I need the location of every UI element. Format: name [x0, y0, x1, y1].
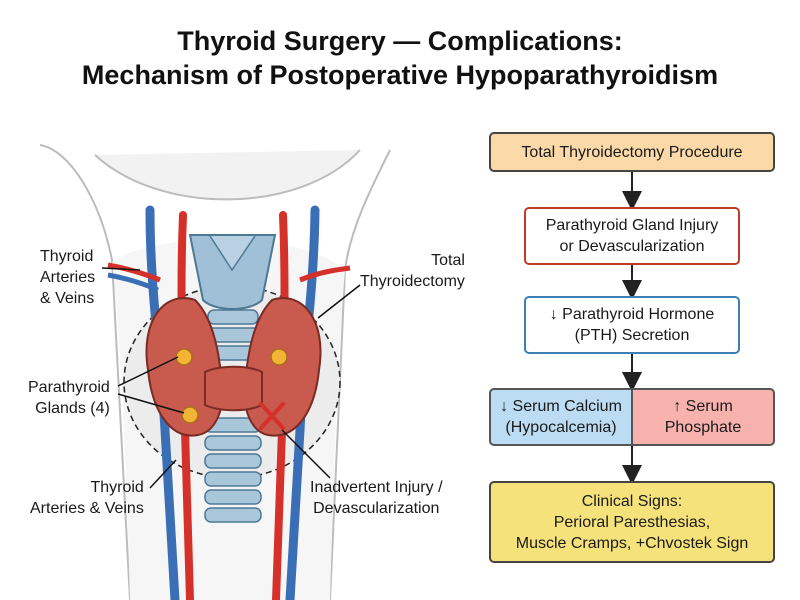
neck-outline	[39, 144, 131, 600]
parathyroid-gland-lower-left	[181, 406, 199, 424]
pointer-arteries-top	[101, 267, 141, 271]
label-line: Parathyroid	[28, 379, 110, 396]
label-line: Thyroid	[40, 248, 94, 265]
title-line-1: Thyroid Surgery — Complications:	[177, 26, 623, 56]
injury-x-icon	[259, 402, 285, 430]
label-line: & Veins	[40, 290, 95, 307]
step-text: Phosphate	[664, 419, 742, 436]
step-text: Parathyroid Gland Injury	[545, 217, 719, 234]
label-line: Devascularization	[313, 500, 440, 517]
label-line: Arteries	[40, 269, 96, 286]
neck-outline-right	[329, 149, 391, 600]
thyroid-cartilage	[188, 234, 277, 310]
flow-step-serum-calcium: ↓ Serum Calcium (Hypocalcemia)	[489, 388, 632, 446]
label-line: Total	[431, 252, 465, 269]
label-parathyroid-glands: Parathyroid Glands (4)	[28, 377, 110, 419]
right-small-vessel	[299, 265, 351, 283]
step-text: ↑ Serum	[673, 398, 733, 415]
pointer-total-thyroidectomy	[317, 284, 361, 319]
flow-step-clinical-signs: Clinical Signs: Perioral Paresthesias, M…	[489, 481, 775, 563]
label-thyroid-arteries-veins-top: Thyroid Arteries & Veins	[40, 246, 95, 309]
step-text: (PTH) Secretion	[574, 327, 690, 344]
step-text: ↓ Serum Calcium	[500, 398, 622, 415]
jaw-outline	[94, 149, 361, 201]
pointer-injury	[281, 429, 331, 479]
step-text: (Hypocalcemia)	[505, 419, 617, 436]
label-thyroid-arteries-veins-bottom: Thyroid Arteries & Veins	[30, 477, 144, 519]
parathyroid-gland-upper-left	[175, 348, 193, 366]
step-text: Muscle Cramps, +Chvostek Sign	[515, 534, 749, 552]
flow-step-serum-phosphate: ↑ Serum Phosphate	[632, 388, 775, 446]
step-text: ↓ Parathyroid Hormone	[549, 306, 715, 323]
label-line: Thyroidectomy	[360, 273, 465, 290]
label-inadvertent-injury: Inadvertent Injury / Devascularization	[310, 477, 443, 519]
thyroid-left-lobe	[145, 297, 224, 437]
parathyroid-gland-upper-right	[270, 348, 288, 366]
page-title: Thyroid Surgery — Complications: Mechani…	[0, 24, 800, 92]
cartilage-notch	[209, 235, 256, 272]
thyroid-right-lobe	[243, 297, 322, 437]
pointer-parathyroid-lower	[117, 393, 185, 414]
flow-step-pth-secretion: ↓ Parathyroid Hormone (PTH) Secretion	[524, 296, 740, 354]
flow-step-total-thyroidectomy: Total Thyroidectomy Procedure	[489, 132, 775, 172]
pointer-arteries-bottom	[149, 459, 177, 489]
label-line: Glands (4)	[35, 400, 110, 417]
step-text: Clinical Signs:	[581, 492, 683, 510]
label-line: Thyroid	[90, 479, 144, 496]
left-small-vein	[107, 272, 160, 293]
flow-step-serum-levels: ↓ Serum Calcium (Hypocalcemia) ↑ Serum P…	[489, 388, 775, 446]
step-text: Perioral Paresthesias,	[553, 513, 711, 531]
step-text: or Devascularization	[559, 238, 705, 255]
left-small-vessel	[107, 262, 161, 283]
title-line-2: Mechanism of Postoperative Hypoparathyro…	[81, 60, 719, 90]
label-line: Arteries & Veins	[30, 500, 144, 517]
label-line: Inadvertent Injury /	[310, 479, 443, 496]
label-total-thyroidectomy: Total Thyroidectomy	[360, 250, 465, 292]
step-text: Total Thyroidectomy Procedure	[521, 143, 743, 161]
flow-step-parathyroid-injury: Parathyroid Gland Injury or Devasculariz…	[524, 207, 740, 265]
pointer-parathyroid-upper	[117, 356, 179, 387]
